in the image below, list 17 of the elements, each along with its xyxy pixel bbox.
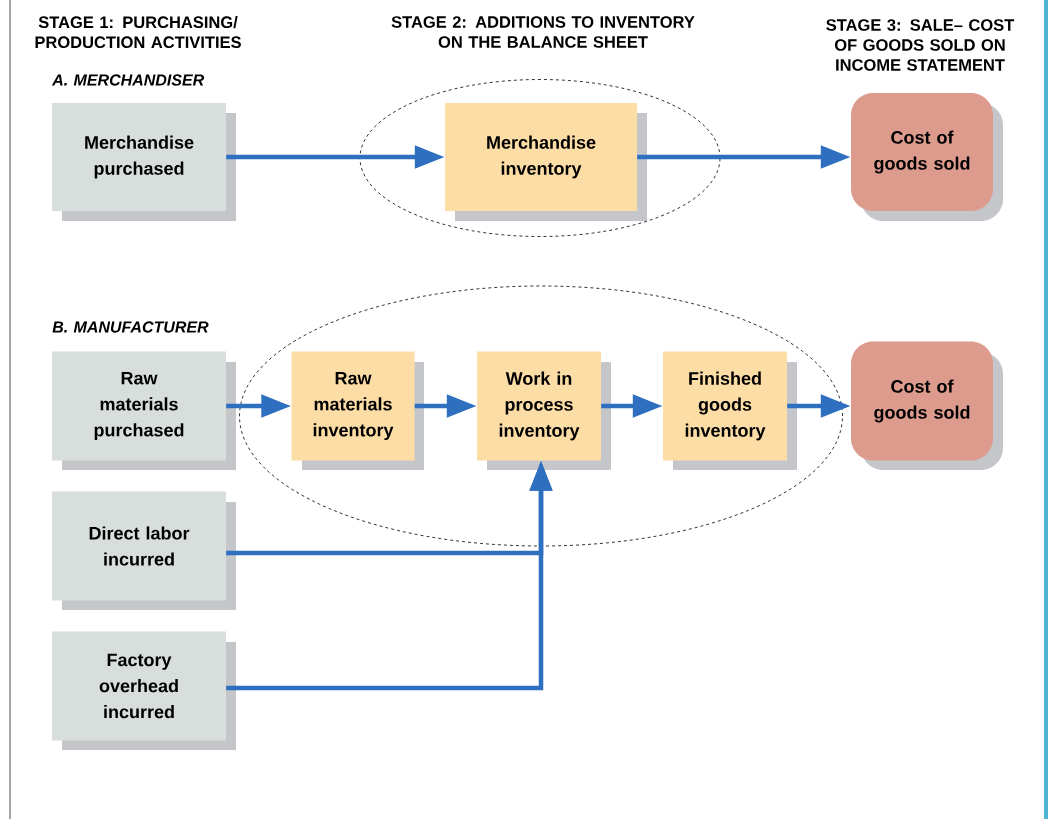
activity-box: Factory overhead incurred xyxy=(52,631,226,741)
inventory-box: Finished goods inventory xyxy=(663,351,787,461)
activity-box: Raw materials purchased xyxy=(52,351,226,461)
stage-heading: STAGE 3: SALE– COST OF GOODS SOLD ON INCOME STATEMENT xyxy=(826,19,1015,71)
stage-heading: STAGE 1: PURCHASING/ PRODUCTION ACTIVITIES xyxy=(35,15,241,49)
inventory-box: Raw materials inventory xyxy=(291,351,415,461)
inventory-box: Merchandise inventory xyxy=(445,103,637,211)
cost-box: Cost of goods sold xyxy=(851,341,993,461)
activity-box: Merchandise purchased xyxy=(52,103,226,211)
dashed-ellipse xyxy=(359,79,721,237)
dashed-ellipse xyxy=(239,285,843,547)
cost-box: Cost of goods sold xyxy=(851,93,993,211)
stage-heading: STAGE 2: ADDITIONS TO INVENTORY ON THE BALANCE SHEET xyxy=(391,16,695,48)
activity-box: Direct labor incurred xyxy=(52,491,226,601)
section-heading: B. MANUFACTURER xyxy=(52,321,209,333)
section-heading: A. MERCHANDISER xyxy=(51,74,205,86)
inventory-box: Work in process inventory xyxy=(477,351,601,461)
